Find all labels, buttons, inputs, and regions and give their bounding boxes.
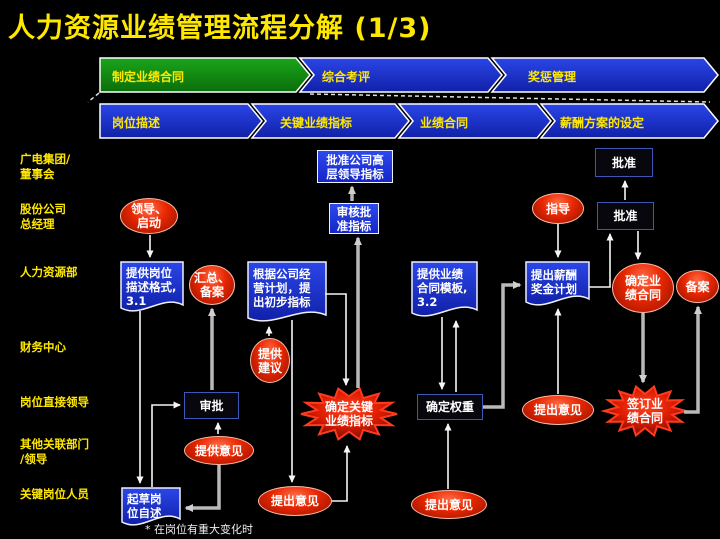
lane-label-gm: 股份公司 总经理 — [20, 202, 66, 231]
arrow-draft-to-approve-box — [151, 401, 181, 487]
doc-shape-salary-plan — [525, 261, 590, 306]
node-start: 领导、 启动 — [120, 198, 178, 234]
node-review-approve-indicators: 审核批 准指标 — [329, 203, 379, 234]
lane-label-direct-leader: 岗位直接领导 — [20, 395, 89, 409]
node-opinion-left: 提出意见 — [258, 486, 332, 516]
arrow-sign-to-file-record — [684, 305, 702, 414]
doc-shape-draft-desc — [121, 487, 181, 526]
node-opinion-right: 提出意见 — [411, 490, 487, 519]
process-arrow-reward-mgmt — [490, 57, 719, 93]
page-title: 人力资源业绩管理流程分解 (1/3) — [8, 13, 432, 44]
bar2-label-contract: 业绩合同 — [420, 116, 469, 130]
node-give-opinion: 提供意见 — [184, 436, 254, 465]
node-doc-plan-label: 根据公司经 营计划，提 出初步指标 — [253, 267, 311, 309]
process-arrow-define-contract — [99, 57, 311, 93]
bar2-label-salary-plan: 薪酬方案的设定 — [560, 116, 645, 130]
lane-label-related-dept: 其他关联部门 /领导 — [20, 437, 89, 466]
node-confirm-kpi-label: 确定关键 业绩指标 — [324, 400, 373, 428]
node-opinion-mid: 提出意见 — [522, 395, 594, 425]
bar2-label-job-desc: 岗位描述 — [112, 116, 161, 130]
bar1-label-define-contract: 制定业绩合同 — [112, 70, 185, 84]
subprocess-arrow-salary-plan — [539, 103, 719, 139]
expand-dashed-right — [309, 93, 711, 103]
starburst-sign-contract — [600, 384, 690, 438]
node-guide: 指导 — [532, 193, 584, 224]
node-sign-contract-label: 签订业 绩合同 — [626, 397, 663, 425]
node-file-record: 备案 — [676, 270, 719, 303]
arrow-opinion-left-to-kpi — [331, 445, 351, 502]
arrow-give-opinion-to-draft — [184, 464, 221, 512]
node-approve-top: 批准 — [595, 148, 653, 177]
node-approve-box: 审批 — [184, 392, 239, 419]
bar1-label-reward-mgmt: 奖惩管理 — [528, 70, 577, 84]
node-doc-desc-format-label: 提供岗位 描述格式, 3.1 — [126, 266, 177, 308]
expand-dashed-left — [87, 92, 100, 103]
subprocess-arrow-job-desc — [99, 103, 263, 139]
lane-label-finance: 财务中心 — [20, 340, 66, 354]
doc-shape-desc-format — [120, 261, 184, 312]
node-give-advice: 提供 建议 — [250, 338, 290, 383]
doc-shape-plan — [247, 261, 327, 322]
node-approve-mid: 批准 — [597, 202, 654, 230]
arrow-plan-to-kpi — [325, 293, 350, 386]
node-approve-senior-indicators: 批准公司高 层领导指标 — [317, 150, 393, 183]
node-doc-draft-desc-label: 起草岗 位自述 — [127, 492, 162, 520]
lane-label-key-staff: 关键岗位人员 — [20, 487, 89, 501]
node-confirm-contract: 确定业 绩合同 — [612, 263, 674, 313]
subprocess-arrow-kpi — [250, 103, 410, 139]
footnote: * 在岗位有重大变化时 — [145, 523, 253, 536]
node-doc-salary-plan-label: 提出薪酬 奖金计划 — [531, 268, 577, 296]
doc-shape-contract-template — [411, 261, 478, 317]
arrow-salary-plan-to-approve-mid — [589, 233, 614, 288]
lane-label-hr: 人力资源部 — [20, 265, 78, 279]
bar2-label-kpi: 关键业绩指标 — [280, 116, 353, 130]
node-doc-contract-template-label: 提供业绩 合同模板, 3.2 — [417, 267, 468, 309]
subprocess-arrow-contract — [397, 103, 552, 139]
node-collect-file: 汇总、 备案 — [189, 265, 235, 305]
starburst-confirm-kpi — [300, 387, 398, 441]
process-arrow-overall-review — [298, 57, 503, 93]
arrow-weights-to-salary-plan — [483, 281, 522, 409]
bar1-label-overall-review: 综合考评 — [322, 70, 371, 84]
lane-label-group-board: 广电集团/ 董事会 — [20, 152, 71, 181]
node-confirm-weights: 确定权重 — [417, 394, 483, 420]
